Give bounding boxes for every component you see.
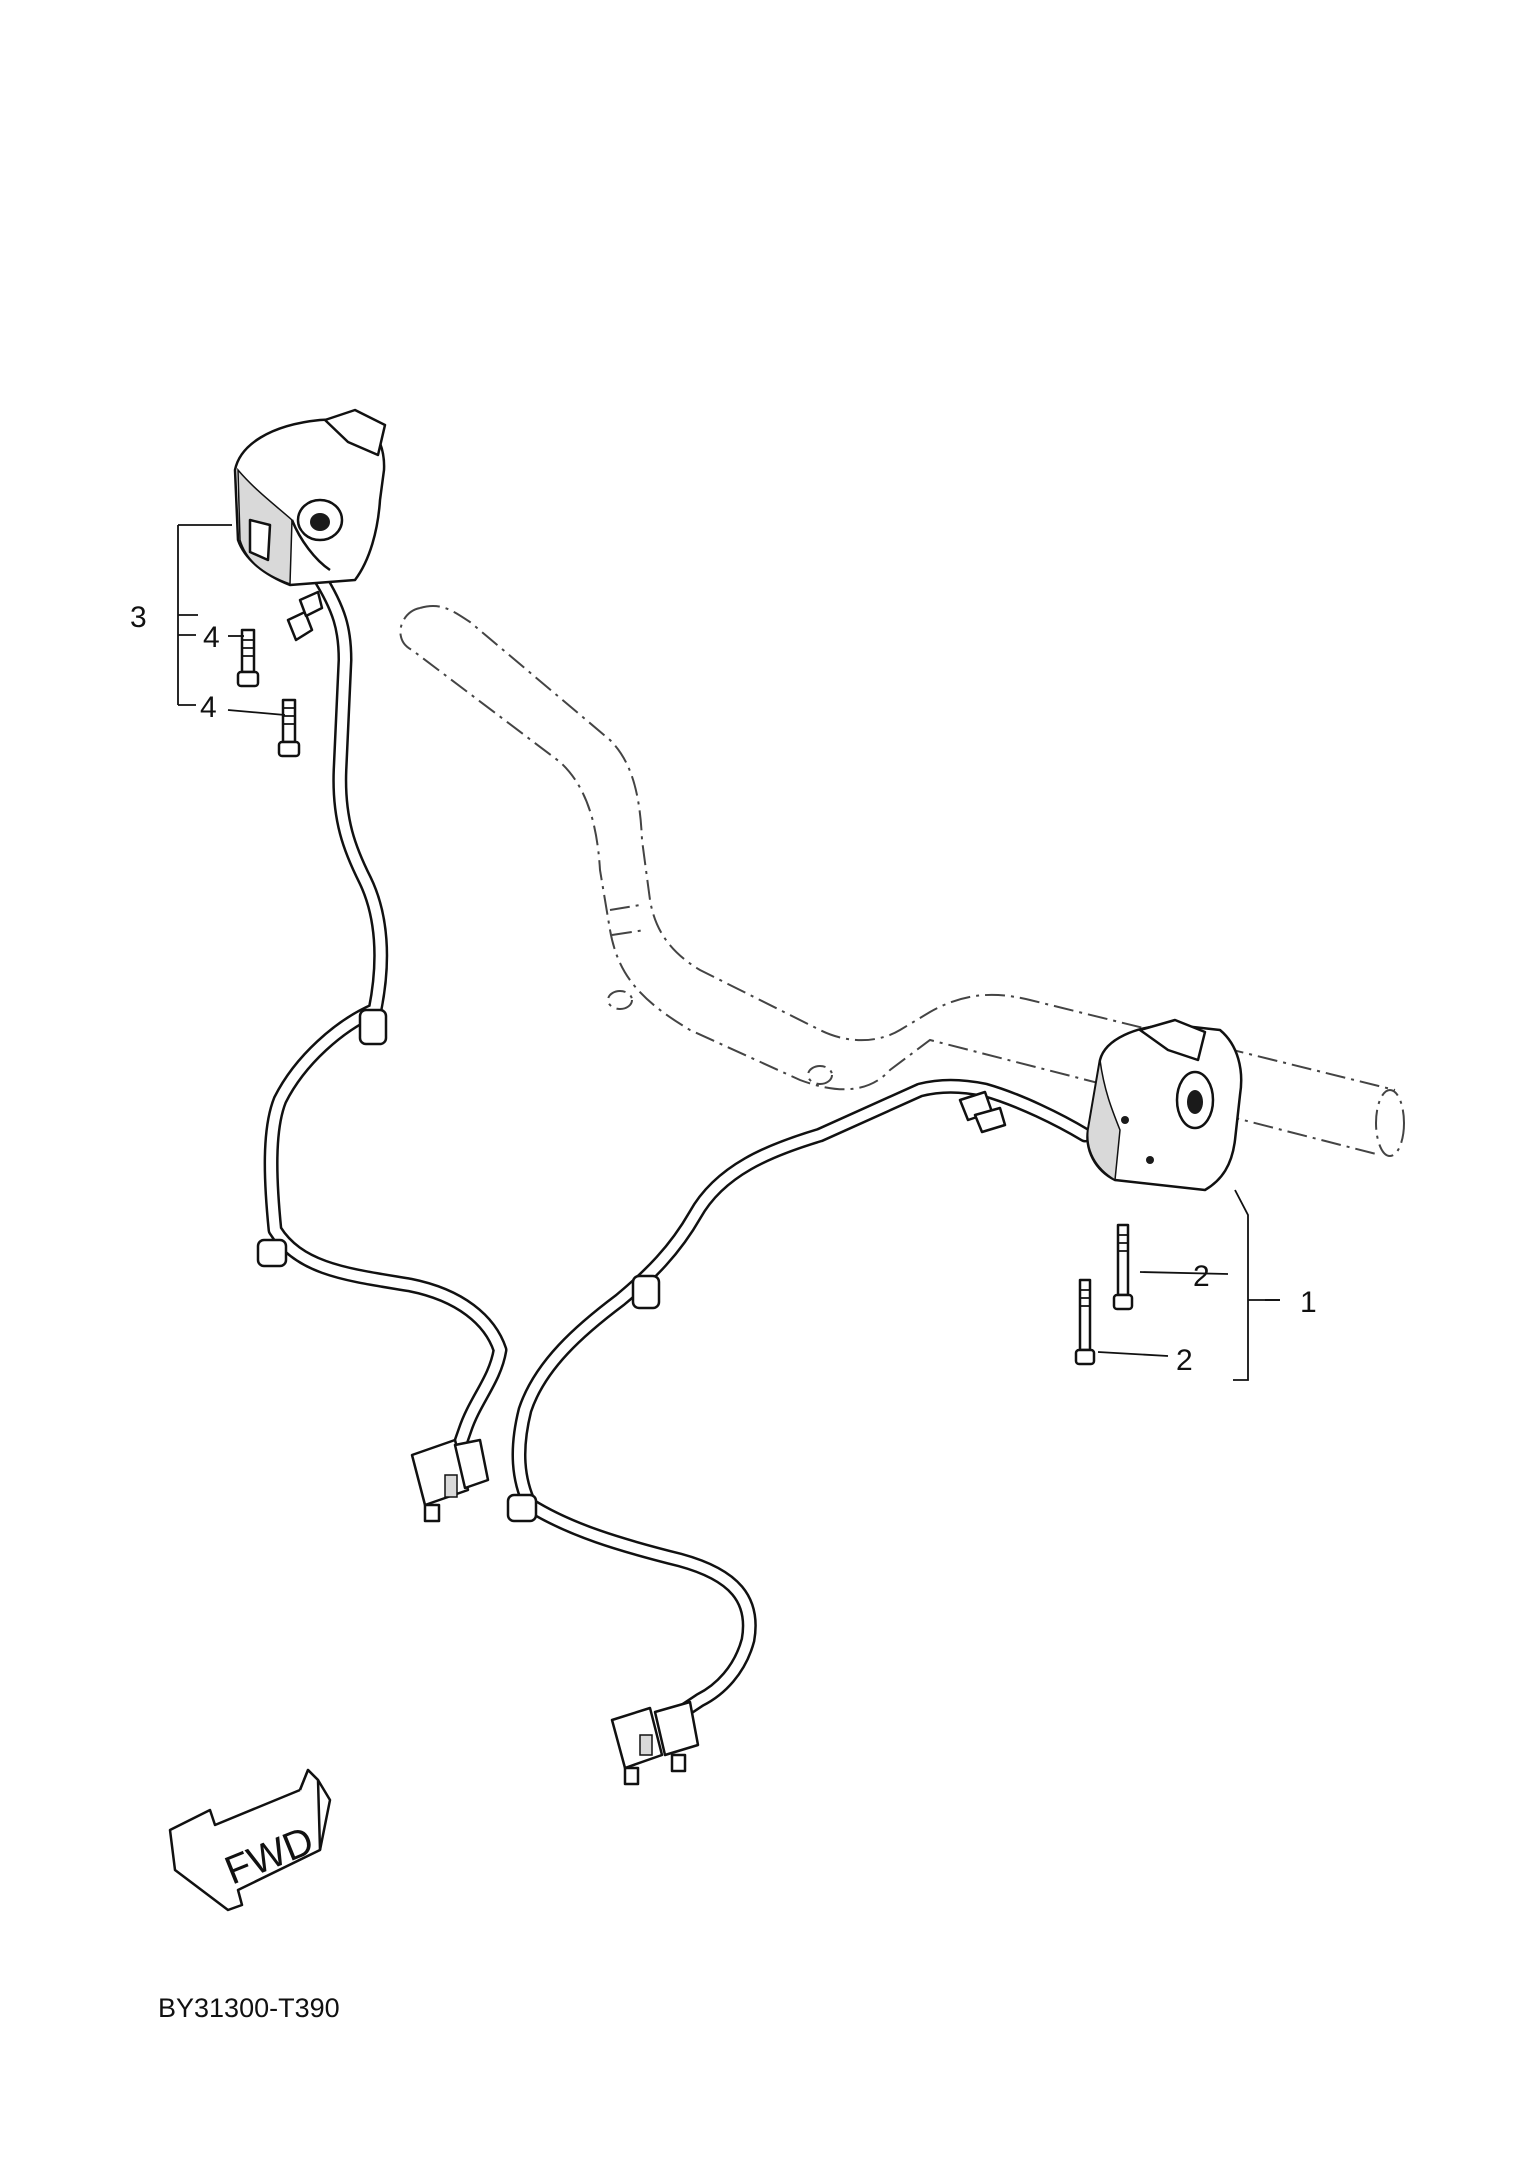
- left-handlebar-switch: [233, 408, 387, 587]
- right-switch-harness: [506, 1078, 1093, 1786]
- left-switch-harness: [256, 567, 508, 1523]
- wire-terminal: [973, 1106, 1007, 1134]
- fwd-arrow-icon: FWD: [168, 1768, 332, 1912]
- cable-clamp: [506, 1493, 538, 1523]
- cable-clamp: [631, 1274, 661, 1310]
- wire-terminal: [298, 590, 324, 618]
- handlebar-outline: [399, 604, 1405, 1157]
- callout-4-lower: 4: [200, 691, 217, 724]
- left-screw-lower: [277, 698, 301, 758]
- left-screw-upper: [236, 628, 260, 688]
- diagram-code: BY31300-T390: [158, 1993, 340, 2023]
- callout-1: 1: [1300, 1286, 1317, 1319]
- callout-4-upper: 4: [203, 621, 220, 654]
- right-screw-upper: [1112, 1223, 1134, 1311]
- right-handlebar-switch: [1086, 1018, 1243, 1192]
- callout-3: 3: [130, 601, 147, 634]
- wire-terminal: [286, 610, 314, 642]
- cable-clamp: [256, 1238, 288, 1268]
- cable-clamp: [358, 1008, 388, 1046]
- leader-lines: [177, 524, 1280, 1381]
- callout-2-lower: 2: [1176, 1344, 1193, 1377]
- right-screw-lower: [1074, 1278, 1096, 1366]
- callout-2-upper: 2: [1193, 1260, 1210, 1293]
- left-harness-connector: [410, 1438, 490, 1523]
- right-harness-connector: [610, 1700, 700, 1786]
